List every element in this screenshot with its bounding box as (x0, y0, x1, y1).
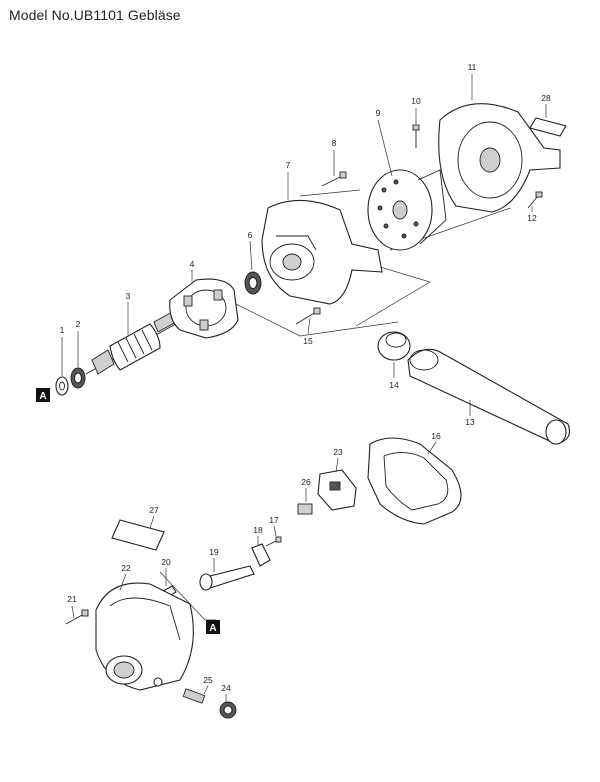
part-18-strain-relief[interactable] (251, 536, 271, 567)
part-9-fan[interactable] (367, 119, 447, 251)
part-26-capacitor[interactable] (297, 488, 313, 515)
part-number-3: 3 (126, 291, 131, 301)
part-10-screw[interactable] (412, 108, 420, 148)
part-number-9: 9 (376, 108, 381, 118)
part-21-screw[interactable] (65, 605, 89, 625)
part-27-label[interactable] (111, 515, 165, 551)
part-number-27: 27 (149, 505, 159, 515)
part-22-motor-housing[interactable] (95, 573, 194, 691)
reference-marker-a-2-text: A (209, 623, 216, 634)
part-number-22: 22 (121, 563, 131, 573)
part-number-20: 20 (161, 557, 171, 567)
part-19-cord-guard[interactable] (199, 558, 255, 591)
part-3-armature[interactable] (85, 302, 191, 375)
part-15-screw[interactable] (295, 307, 321, 335)
part-number-26: 26 (301, 477, 311, 487)
part-number-12: 12 (527, 213, 537, 223)
part-number-19: 19 (209, 547, 219, 557)
part-number-24: 24 (221, 683, 231, 693)
part-number-10: 10 (411, 96, 421, 106)
reference-marker-a-1-text: A (39, 391, 46, 402)
part-number-21: 21 (67, 594, 77, 604)
part-16-handle[interactable] (367, 437, 462, 525)
part-number-25: 25 (203, 675, 213, 685)
part-number-28: 28 (541, 93, 551, 103)
part-13-nozzle[interactable] (407, 348, 571, 445)
part-24-brush-cap[interactable] (219, 694, 237, 719)
part-number-15: 15 (303, 336, 313, 346)
part-number-23: 23 (333, 447, 343, 457)
part-number-4: 4 (190, 259, 195, 269)
part-number-1: 1 (60, 325, 65, 335)
part-number-6: 6 (248, 230, 253, 240)
diagram-title: Model No.UB1101 Gebläse (9, 7, 181, 23)
part-11-fan-cover[interactable] (438, 74, 561, 213)
part-12-screw[interactable] (527, 191, 543, 212)
reference-marker-a-2: A (206, 620, 220, 634)
part-14-ring[interactable] (377, 331, 411, 378)
part-number-8: 8 (332, 138, 337, 148)
part-number-7: 7 (286, 160, 291, 170)
part-17-screw[interactable] (265, 525, 282, 547)
part-4-field[interactable] (169, 270, 239, 339)
part-number-17: 17 (269, 515, 279, 525)
part-7-fan-housing[interactable] (261, 172, 383, 305)
part-2-bearing[interactable] (70, 331, 86, 389)
part-number-labels: 1 2 3 4 6 7 8 9 10 11 12 13 14 15 16 17 … (60, 62, 551, 693)
part-number-2: 2 (76, 319, 81, 329)
part-28-label[interactable] (529, 104, 567, 137)
part-number-18: 18 (253, 525, 263, 535)
part-number-11: 11 (468, 62, 477, 72)
part-23-switch[interactable] (317, 457, 357, 511)
part-8-screw[interactable] (321, 150, 347, 187)
part-number-13: 13 (465, 417, 475, 427)
part-25-carbon-brush[interactable] (182, 685, 209, 704)
part-number-14: 14 (389, 380, 399, 390)
part-number-16: 16 (431, 431, 441, 441)
part-6-bearing[interactable] (244, 240, 262, 295)
part-1-washer[interactable] (55, 337, 69, 396)
reference-marker-a-1: A (36, 388, 50, 402)
